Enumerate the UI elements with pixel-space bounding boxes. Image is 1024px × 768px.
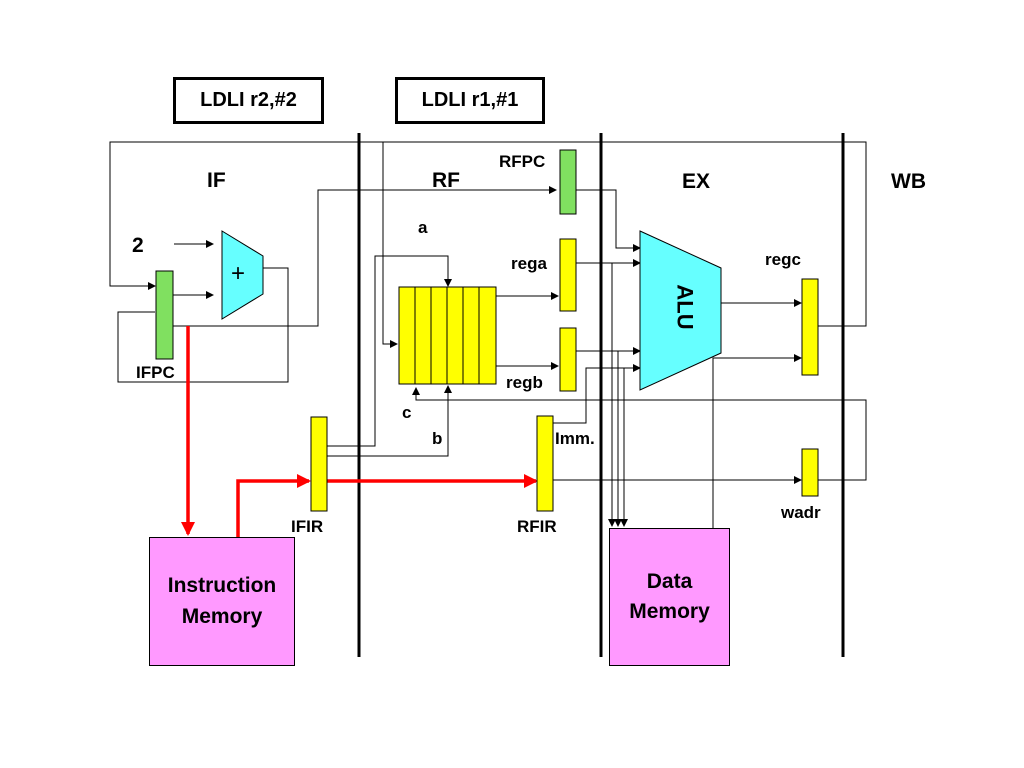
port-c-label: c bbox=[402, 403, 412, 422]
port-b-label: b bbox=[432, 429, 443, 448]
adder-constant: 2 bbox=[132, 234, 144, 257]
wadr-register bbox=[801, 448, 819, 497]
adder bbox=[221, 230, 264, 320]
wadr-label: wadr bbox=[781, 503, 821, 522]
wire-ifpc-to-rfpc bbox=[173, 186, 557, 327]
stage-label-ex: EX bbox=[682, 170, 711, 193]
regb-register bbox=[559, 327, 577, 392]
wire-mem-to-regc bbox=[712, 354, 802, 528]
wire-rfpc-to-alu bbox=[576, 189, 641, 252]
data-memory: Data Memory bbox=[609, 528, 730, 666]
wire-adder-to-rfpc bbox=[117, 267, 289, 383]
rfir-register bbox=[536, 415, 554, 512]
wire-rega-to-mem bbox=[601, 262, 616, 527]
instruction-memory: Instruction Memory bbox=[149, 537, 295, 666]
instruction-box-ldli-r1: LDLI r1,#1 bbox=[395, 77, 545, 124]
instruction-text-ldli-r1: LDLI r1,#1 bbox=[421, 89, 519, 111]
adder-plus-symbol: + bbox=[231, 260, 246, 287]
instruction-box-ldli-r2: LDLI r2,#2 bbox=[173, 77, 324, 124]
wire-wadr-to-c bbox=[412, 387, 867, 481]
stage-label-if: IF bbox=[207, 169, 226, 192]
wire-imem-to-ifir bbox=[236, 474, 311, 538]
stage-label-wb: WB bbox=[891, 170, 926, 193]
data-memory-line1: Data bbox=[646, 569, 693, 593]
rega-label: rega bbox=[511, 254, 547, 273]
instruction-path bbox=[181, 326, 538, 538]
stage-label-rf: RF bbox=[432, 169, 460, 192]
imm-label: Imm. bbox=[555, 429, 595, 448]
data-memory-line2: Memory bbox=[629, 600, 710, 623]
port-a-label: a bbox=[418, 218, 428, 237]
ifir-label: IFIR bbox=[291, 517, 324, 536]
pipeline-registers bbox=[155, 149, 819, 512]
alu-label: ALU bbox=[672, 284, 698, 330]
rega-register bbox=[559, 238, 577, 312]
rfir-label: RFIR bbox=[517, 517, 557, 536]
rfpc-label: RFPC bbox=[499, 152, 546, 171]
wire-top-to-c bbox=[382, 142, 398, 348]
wire-ifir-to-a bbox=[327, 255, 452, 447]
ifir-register bbox=[310, 416, 328, 512]
instruction-memory-line1: Instruction bbox=[167, 574, 277, 598]
wire-ifir-to-b bbox=[327, 385, 452, 457]
alu bbox=[639, 230, 722, 391]
wire-writeback-to-ifpc bbox=[109, 141, 867, 327]
rfpc-register bbox=[559, 149, 577, 215]
wire-imm-to-alu bbox=[553, 364, 641, 424]
ifpc-label: IFPC bbox=[136, 363, 175, 382]
wires bbox=[109, 141, 867, 528]
regc-label: regc bbox=[765, 250, 801, 269]
regb-label: regb bbox=[506, 373, 543, 392]
register-file bbox=[398, 286, 497, 385]
regc-register bbox=[801, 278, 819, 376]
ifpc-register bbox=[155, 270, 174, 360]
instruction-memory-line2: Memory bbox=[181, 604, 263, 628]
stage-dividers bbox=[357, 133, 845, 657]
instruction-text-ldli-r2: LDLI r2,#2 bbox=[200, 89, 297, 111]
